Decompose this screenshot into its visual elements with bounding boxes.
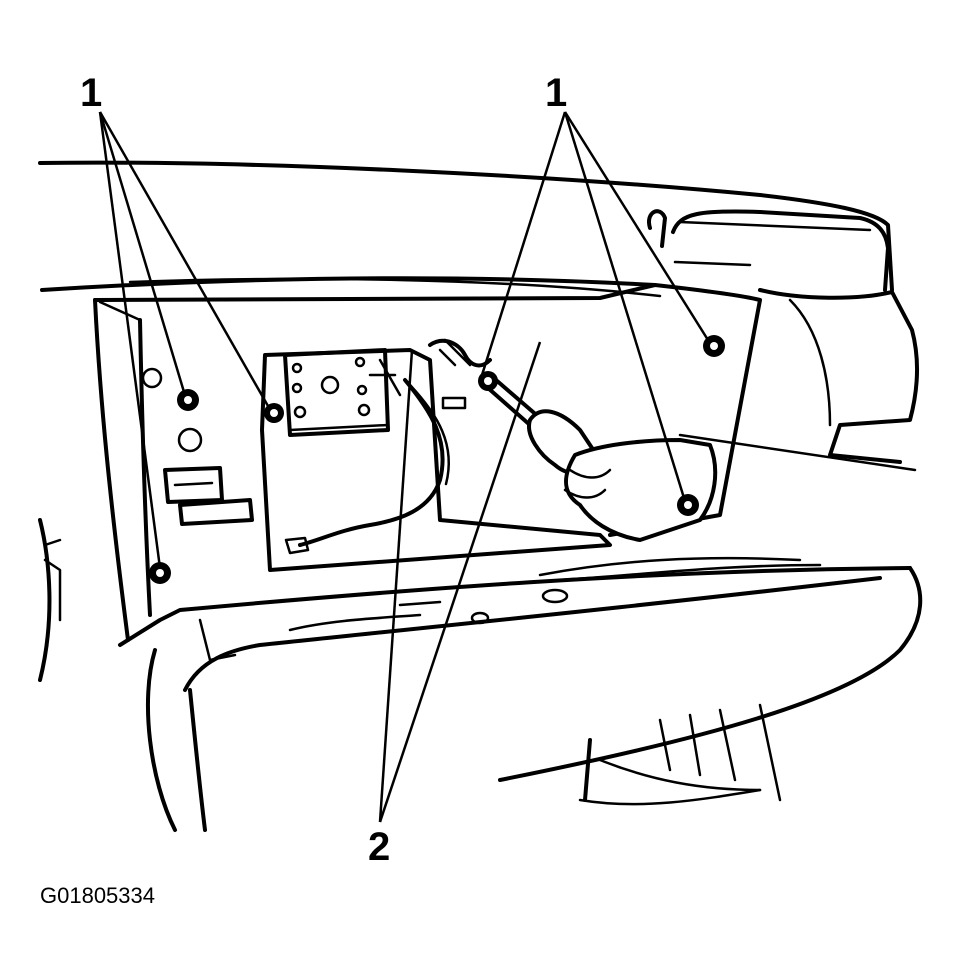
fastener-center (478, 371, 498, 391)
mounting-bracket (260, 348, 612, 572)
glovebox-opening (93, 283, 762, 642)
fastener-right-upper (703, 335, 725, 357)
leader-lines (98, 111, 710, 823)
fastener-left-lower (149, 562, 171, 584)
fastener-right-lower (677, 494, 699, 516)
left-panel-detail (38, 367, 254, 682)
wiring-harness (284, 378, 451, 555)
fastener-left-upper (177, 389, 199, 411)
fasteners (149, 335, 725, 584)
technician-hand (563, 433, 917, 542)
dash-vent (647, 209, 920, 464)
figure-id: G01805334 (40, 883, 155, 908)
seat-outline (578, 703, 782, 806)
fastener-bracket-left (264, 403, 284, 423)
callout-1-right: 1 (545, 71, 567, 115)
callout-1-left: 1 (80, 71, 102, 115)
callout-2: 2 (368, 825, 390, 869)
latch-clip (428, 338, 492, 410)
glovebox-door (118, 556, 923, 832)
